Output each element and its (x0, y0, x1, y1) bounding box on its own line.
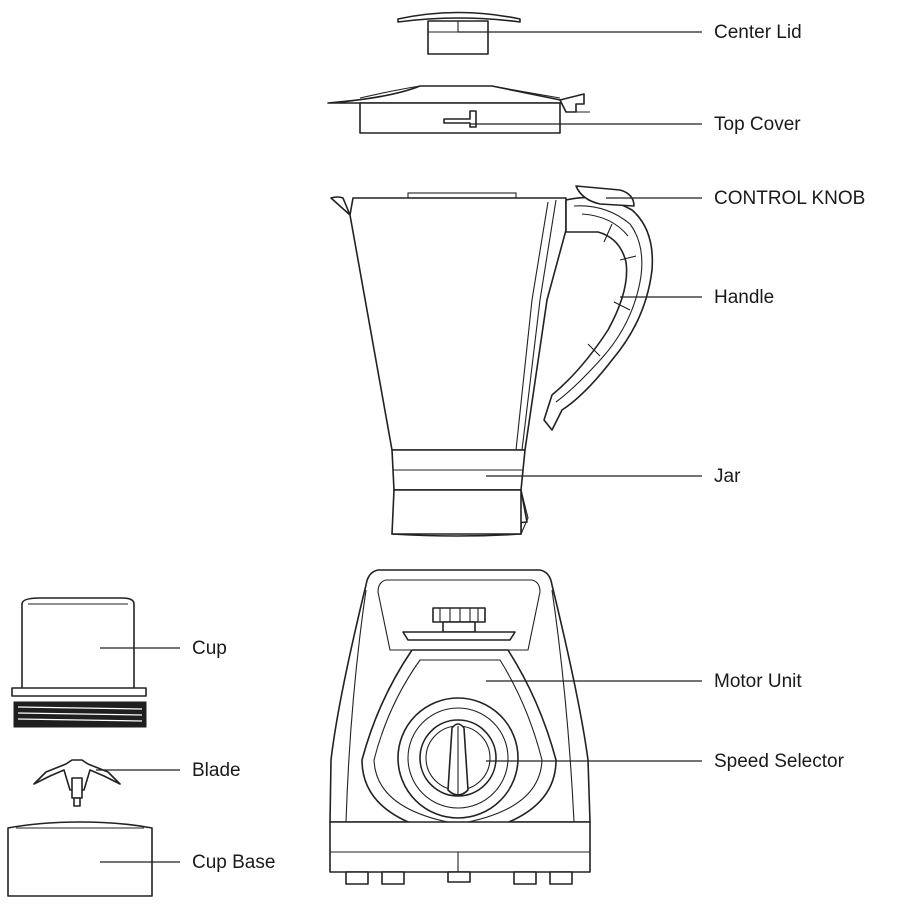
handle-part (543, 185, 654, 431)
label-handle: Handle (714, 287, 775, 308)
label-top-cover: Top Cover (714, 114, 801, 135)
blade-part (33, 759, 121, 807)
label-motor-unit: Motor Unit (714, 671, 802, 692)
label-jar: Jar (714, 466, 741, 487)
jar-part (330, 192, 567, 537)
label-speed-selector: Speed Selector (714, 751, 844, 772)
leader-lines (96, 31, 702, 863)
motor-unit-part (329, 569, 591, 885)
label-cup: Cup (192, 638, 227, 659)
top-cover-part (327, 85, 590, 134)
label-center-lid: Center Lid (714, 22, 802, 43)
center-lid-part (397, 11, 521, 55)
label-cup-base: Cup Base (192, 852, 276, 873)
label-control-knob: CONTROL KNOB (714, 188, 866, 209)
cup-base-part (7, 821, 153, 897)
label-blade: Blade (192, 760, 241, 781)
cup-part (11, 597, 147, 728)
